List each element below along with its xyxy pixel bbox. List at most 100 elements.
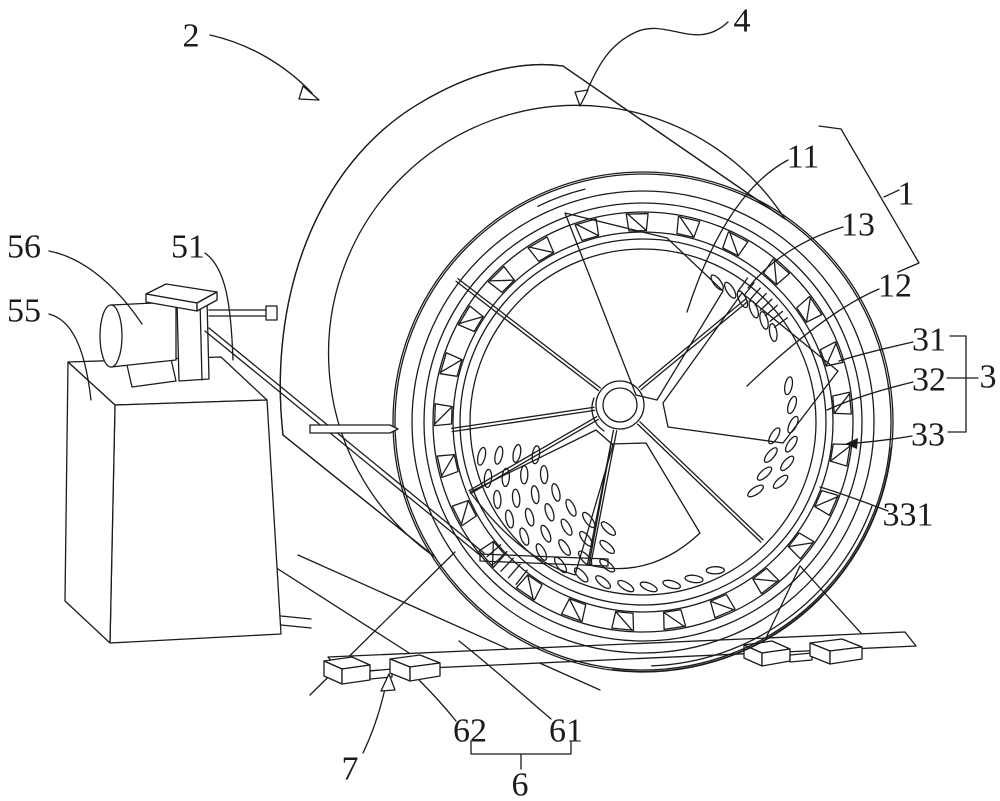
leader-7 <box>362 683 387 754</box>
leader-331 <box>819 486 889 512</box>
sector-plate-lowerleft <box>469 429 614 576</box>
callout-label-62: 62 <box>453 713 487 750</box>
sieve-hole <box>780 455 795 472</box>
fan-blade-edge-3 <box>638 298 747 388</box>
callout-label-7: 7 <box>342 751 359 788</box>
sieve-hole <box>759 311 769 330</box>
band-hatch-mark <box>515 569 528 585</box>
stand-brace-3 <box>252 552 421 661</box>
box-front-face <box>109 399 282 644</box>
rim-ring-5 <box>459 238 827 606</box>
spacer-block-diagonal <box>527 574 534 600</box>
callout-label-32: 32 <box>912 362 946 399</box>
screen-hatch-mark <box>749 287 761 301</box>
leader-11 <box>686 159 789 313</box>
spacer-block-diagonal <box>575 223 600 237</box>
callout-label-4: 4 <box>734 3 751 40</box>
spacer-block <box>676 215 701 239</box>
callout-label-51: 51 <box>171 229 205 266</box>
screen-hatch-mark <box>769 310 784 323</box>
sieve-hole <box>599 558 616 573</box>
spacer-block <box>752 567 780 595</box>
sieve-hole <box>768 322 778 343</box>
rim-heavy-arc-bottom <box>611 447 892 673</box>
arrowhead-33 <box>845 438 858 449</box>
sieve-hole <box>530 485 540 505</box>
callout-leaders <box>48 21 979 770</box>
drive-shaft <box>208 309 269 317</box>
left-foot <box>323 654 441 685</box>
hub-bore <box>602 387 638 423</box>
fan-blade-edge-1 <box>451 409 596 433</box>
sieve-hole <box>756 466 773 481</box>
sieve-hole <box>565 498 577 517</box>
arrowhead-4 <box>574 89 589 107</box>
leader-4 <box>583 21 729 99</box>
sieve-hole <box>772 474 789 490</box>
control-box <box>64 356 312 644</box>
right-support-brace-1 <box>799 565 871 644</box>
rim-ring-3 <box>432 211 854 633</box>
box-link-bars <box>280 615 312 629</box>
spacer-block-diagonal <box>787 542 814 548</box>
sieve-hole <box>723 281 737 299</box>
spacer-block-diagonal <box>433 405 453 425</box>
spacer-block-diagonal <box>709 600 735 611</box>
leader-56 <box>48 250 143 325</box>
spacer-block-diagonal <box>773 259 778 286</box>
motor-end-cap <box>99 304 123 368</box>
spacer-block <box>439 352 463 377</box>
bracket-group-3 <box>946 335 979 433</box>
rim-ring-2 <box>423 202 863 642</box>
pivot-bar <box>479 553 609 567</box>
spacer-block-diagonal <box>528 246 555 254</box>
screen-hatch-mark <box>754 292 767 306</box>
fan-blade-edge-2 <box>639 421 764 541</box>
spacer-block <box>814 489 839 517</box>
spacer-block-diagonal <box>458 315 484 325</box>
spacer-block-diagonal <box>460 499 469 526</box>
sector-plate-12 <box>662 292 839 444</box>
sieve-hole <box>599 539 616 555</box>
sieve-hole <box>519 527 530 546</box>
callout-label-331: 331 <box>883 497 934 534</box>
callout-label-33: 33 <box>911 417 945 454</box>
sieve-hole <box>476 446 487 466</box>
sieve-hole <box>684 574 704 584</box>
fan-blade-edge-2 <box>637 423 762 543</box>
spacer-block <box>478 540 506 569</box>
sieve-hole <box>748 300 760 319</box>
sector-plate-11 <box>564 212 724 401</box>
leader-12 <box>746 288 880 387</box>
sieve-hole <box>573 567 589 583</box>
callout-label-1: 1 <box>898 176 915 213</box>
callout-label-13: 13 <box>841 207 875 244</box>
sieve-hole <box>531 445 541 465</box>
screen-hatch-mark <box>759 298 773 311</box>
spacer-block-diagonal <box>752 578 779 582</box>
hub-detail-arc <box>591 397 605 432</box>
screen-hatch-mark <box>737 277 749 292</box>
sieve-hole <box>504 509 515 529</box>
sector-plate-bottom <box>588 442 701 570</box>
screen-hatch-mark <box>743 282 755 297</box>
right-foot <box>743 638 863 667</box>
drum-rear-outline <box>279 63 564 436</box>
rim-ring-6 <box>469 248 817 596</box>
rim-ring-0 <box>394 173 892 671</box>
sieve-hole <box>512 443 522 463</box>
drum-front-wheel <box>392 171 894 673</box>
spacer-block <box>663 609 687 631</box>
leader-61 <box>458 640 552 720</box>
spacer-block <box>574 218 600 242</box>
fan-blade-edge-0 <box>455 280 600 392</box>
fan-blade-edge-4 <box>589 430 618 566</box>
fan-blade-edge-0 <box>457 278 601 389</box>
sieve-hole <box>560 518 573 536</box>
sieve-hole <box>662 579 682 590</box>
sieve-hole <box>595 575 612 590</box>
support-struts <box>204 327 609 567</box>
